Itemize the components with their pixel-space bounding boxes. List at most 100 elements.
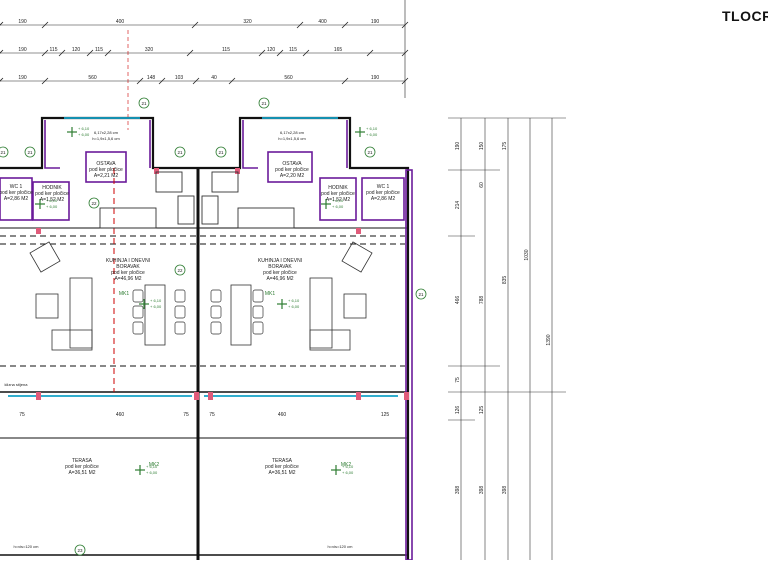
room-area: A=46,96 M2 — [266, 276, 293, 282]
circled-tag — [364, 146, 376, 158]
room-name: OSTAVA — [96, 161, 116, 167]
dimension-value: 400 — [116, 19, 125, 25]
circled-tag — [74, 544, 86, 556]
level-value: + 6,00 — [78, 132, 90, 137]
dimension-tick — [296, 21, 304, 29]
room-area: A=1,52 M2 — [326, 197, 351, 203]
room-name: KUHINJA I DNEVNI — [258, 258, 302, 264]
level-value: + 6,10 — [366, 126, 378, 131]
vertical-dimension-value: 788 — [479, 296, 485, 305]
dimension-value: 165 — [334, 47, 343, 53]
room-floor: pod ker pločice — [111, 270, 145, 276]
dimension-value: 560 — [284, 75, 293, 81]
level-value: + 6,10 — [342, 464, 354, 469]
dimension-value: 103 — [175, 75, 184, 81]
vertical-dimension-value: 60 — [479, 182, 485, 188]
dining-chair — [174, 321, 186, 335]
level-value: + 6,00 — [46, 204, 58, 209]
dimension-tick — [302, 49, 310, 57]
level-value: + 6,10 — [78, 126, 90, 131]
dimension-value: 120 — [267, 47, 276, 53]
vertical-dimension-value: 835 — [502, 276, 508, 285]
dimension-value: 125 — [381, 412, 390, 418]
level-value: + 6,00 — [150, 304, 162, 309]
right-dimension-texts: 1902144667512639815060788125398175835398… — [455, 142, 552, 495]
dimension-value: 115 — [222, 47, 230, 53]
level-marker — [277, 299, 287, 309]
dimension-tick — [401, 77, 409, 85]
tag-number: 23 — [77, 548, 83, 553]
room-area: A=2,20 M2 — [280, 173, 305, 179]
dining-chair — [210, 321, 222, 335]
room-name: KUHINJA I DNEVNI — [106, 258, 150, 264]
room-area: A=36,51 M2 — [268, 470, 295, 476]
dimension-value: 75 — [19, 412, 25, 418]
dimension-tick — [191, 21, 199, 29]
dimension-tick — [186, 49, 194, 57]
dimension-tick — [41, 49, 49, 57]
dimension-value: 320 — [145, 47, 154, 53]
level-value: + 6,10 — [288, 298, 300, 303]
level-marker — [321, 199, 331, 209]
dimension-value: 115 — [289, 47, 297, 53]
dimension-tick — [401, 21, 409, 29]
dimension-value: 115 — [50, 47, 58, 53]
room-floor: pod ker pločice — [265, 464, 299, 470]
dimension-tick — [341, 77, 349, 85]
vertical-dimension-value: 75 — [455, 377, 461, 383]
circled-tag — [88, 197, 100, 209]
dimension-tick — [0, 21, 4, 26]
level-value: + 6,10 — [46, 198, 58, 203]
window-spec: h=1,9x1,5,6 cm — [92, 136, 120, 141]
dimension-value: 40 — [211, 75, 217, 81]
drawing-title: TLOCR — [722, 8, 768, 24]
dimension-tick — [341, 21, 349, 29]
column-markers — [36, 168, 409, 400]
dimension-value: 148 — [147, 75, 156, 81]
tag-number: 21 — [418, 292, 424, 297]
room-area: A=2,21 M2 — [94, 173, 119, 179]
vertical-dimension-value: 150 — [479, 142, 485, 151]
room-name: BORAVAK — [268, 264, 292, 270]
vertical-dimension-value: 190 — [455, 142, 461, 151]
room-area: A=1,52 M2 — [40, 197, 65, 203]
dimension-tick — [401, 49, 409, 57]
dimension-value: 560 — [88, 75, 97, 81]
dimension-tick — [41, 77, 49, 85]
dimension-tick — [58, 49, 66, 57]
dimension-value: 190 — [371, 19, 380, 25]
circled-tag — [258, 97, 270, 109]
circled-tag — [215, 146, 227, 158]
vertical-dimension-value: 1030 — [524, 249, 530, 260]
dimension-tick — [136, 77, 144, 85]
dimension-value: 75 — [183, 412, 189, 418]
parapet-note: h=vis=120 cm — [14, 544, 40, 549]
room-name: HODNIK — [328, 185, 348, 191]
dining-chair — [252, 289, 264, 303]
dimension-tick — [0, 77, 4, 82]
parapet-note: h=vis=120 cm — [328, 544, 354, 549]
dimension-tick — [104, 49, 112, 57]
room-name: WC 1 — [10, 184, 23, 190]
room-name: OSTAVA — [282, 161, 302, 167]
level-marker — [331, 465, 341, 475]
level-value: + 6,00 — [146, 470, 158, 475]
room-floor: pod ker pločice — [321, 191, 355, 197]
circled-tag — [174, 264, 186, 276]
vertical-dimension-value: 398 — [479, 486, 485, 495]
dashed-lines — [0, 168, 405, 392]
dimension-value: 460 — [278, 412, 287, 418]
kitchen-counters — [99, 171, 295, 229]
tag-number: 22 — [177, 268, 183, 273]
dimension-tick — [86, 49, 94, 57]
glazing-note: klizna stijena — [5, 382, 29, 387]
vertical-dimension-value: 214 — [455, 201, 461, 210]
dining-chair — [252, 321, 264, 335]
room-name: WC 1 — [377, 184, 390, 190]
dimension-tick — [258, 49, 266, 57]
window-spec: 6,17x2,28 cm — [280, 130, 305, 135]
vertical-dimension-value: 125 — [479, 406, 485, 415]
